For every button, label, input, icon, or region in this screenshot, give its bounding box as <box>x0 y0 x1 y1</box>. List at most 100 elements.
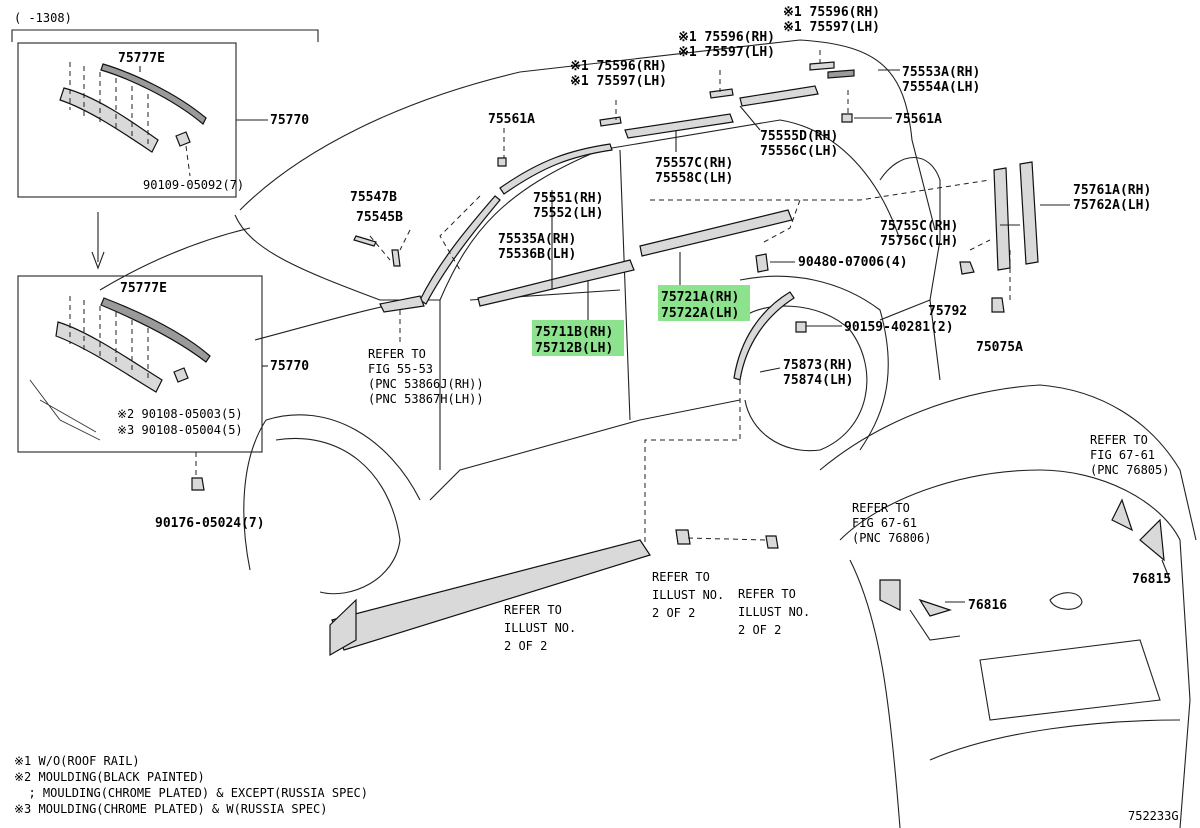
roof-moulding-center <box>739 85 819 107</box>
refer-fig55-2: FIG 55-53 <box>368 362 433 376</box>
label-roof-center-lh: 75556C(LH) <box>760 144 838 159</box>
refer-illust1-2: ILLUST NO. <box>504 621 576 635</box>
inset-bottom-assembly: 75770 <box>270 359 309 374</box>
roof-side-moulding <box>499 143 613 195</box>
roof-top-cover <box>809 61 835 71</box>
label-belt-rh: 75755C(RH) <box>880 219 958 234</box>
inset-top-assembly: 75770 <box>270 113 309 128</box>
note-2: ※2 MOULDING(BLACK PAINTED) <box>14 770 205 784</box>
roof-cover-mid <box>709 88 734 99</box>
refer-fig55-1: REFER TO <box>368 347 426 361</box>
refer-fig67a-3: (PNC 76805) <box>1090 463 1169 477</box>
label-75792: 75792 <box>928 304 967 319</box>
label-screw1: 90480-07006(4) <box>798 255 908 270</box>
date-range: ( -1308) <box>14 11 72 25</box>
label-roof-mid2-rh: 75557C(RH) <box>655 156 733 171</box>
leader-lines <box>195 50 1171 603</box>
note-4: ※3 MOULDING(CHROME PLATED) & W(RUSSIA SP… <box>14 802 328 816</box>
clip-90176 <box>191 477 205 491</box>
arrow-down-icon <box>91 212 105 270</box>
refer-illust1-3: 2 OF 2 <box>504 639 547 653</box>
front-panel-bottom <box>55 321 163 393</box>
label-76815: 76815 <box>1132 572 1171 587</box>
label-arch-lh: 75874(LH) <box>783 373 853 388</box>
label-door-front-rh: 75711B(RH) <box>535 325 613 340</box>
label-pillar-lh: 75536B(LH) <box>498 247 576 262</box>
rear-door-moulding <box>639 209 793 257</box>
label-roof-side-rh: 75551(RH) <box>533 191 603 206</box>
refer-illust3-3: 2 OF 2 <box>738 623 781 637</box>
refer-fig67a-1: REFER TO <box>1090 433 1148 447</box>
figure-id: 752233G <box>1128 809 1179 823</box>
refer-fig67a-2: FIG 67-61 <box>1090 448 1155 462</box>
wheel-arch-moulding <box>733 291 795 381</box>
highlight-front-door <box>532 320 624 356</box>
label-roof-top-rh: ※1 75596(RH) <box>783 5 880 20</box>
label-belt-lh: 75756C(LH) <box>880 234 958 249</box>
inset-bottom-part: 75777E <box>120 281 167 296</box>
clip-rocker-2 <box>765 535 779 549</box>
label-76816: 76816 <box>968 598 1007 613</box>
label-roof-top-lh: ※1 75597(LH) <box>783 20 880 35</box>
inset-top: 75777E 90109-05092(7) 75770 <box>17 42 309 198</box>
label-door-rear-rh: 75721A(RH) <box>661 290 739 305</box>
rocker-end-cap <box>329 598 357 657</box>
header-bracket <box>11 29 319 42</box>
refer-illust3-1: REFER TO <box>738 587 796 601</box>
label-roof-rear-rh: 75553A(RH) <box>902 65 980 80</box>
inset-top-part: 75777E <box>118 51 165 66</box>
refer-fig67b-3: (PNC 76806) <box>852 531 931 545</box>
label-roof-mid2-lh: 75558C(LH) <box>655 171 733 186</box>
label-pillar-rh: 75535A(RH) <box>498 232 576 247</box>
roof-rear-cap <box>827 69 855 79</box>
refer-illust2-2: ILLUST NO. <box>652 588 724 602</box>
refer-fig67b-1: REFER TO <box>852 501 910 515</box>
refer-illust2-1: REFER TO <box>652 570 710 584</box>
label-75075a: 75075A <box>976 340 1023 355</box>
garnish-76816-right <box>918 598 952 617</box>
screw-90159 <box>795 321 807 333</box>
refer-illust1-1: REFER TO <box>504 603 562 617</box>
garnish-76815 <box>1139 518 1165 562</box>
highlight-rear-door <box>658 285 750 321</box>
clip-top <box>175 131 191 147</box>
label-roof-side-lh: 75552(LH) <box>533 206 603 221</box>
front-door-moulding <box>477 259 635 307</box>
clip-75561a-rear <box>841 113 853 123</box>
clip-75792 <box>959 261 975 275</box>
label-roof-front-lh: ※1 75597(LH) <box>570 74 667 89</box>
front-panel-top <box>59 87 159 153</box>
label-rear-pillar-rh: 75761A(RH) <box>1073 183 1151 198</box>
label-rear-pillar-lh: 75762A(LH) <box>1073 198 1151 213</box>
clip-75545b <box>391 249 401 267</box>
screw-90480 <box>755 253 769 273</box>
inset-bottom: 75777E ※2 90108-05003(5) ※3 90108-05004(… <box>17 275 309 453</box>
inset-bottom-clip-black: ※2 90108-05003(5) <box>117 407 243 421</box>
refer-fig55-4: (PNC 53867H(LH)) <box>368 392 484 406</box>
grille-moulding-2 <box>100 297 211 363</box>
garnish-76805 <box>1111 498 1134 532</box>
label-clip-rear: 75561A <box>895 112 942 127</box>
refer-illust2-3: 2 OF 2 <box>652 606 695 620</box>
rocker-panel-moulding <box>331 539 651 651</box>
label-roof-front-rh: ※1 75596(RH) <box>570 59 667 74</box>
clip-rocker-1 <box>675 529 691 545</box>
label-arch-rh: 75873(RH) <box>783 358 853 373</box>
clip-75075a <box>991 297 1005 313</box>
parts-layer <box>191 61 1039 657</box>
label-clip-front: 75561A <box>488 112 535 127</box>
label-roof-mid-rh: ※1 75596(RH) <box>678 30 775 45</box>
inset-top-clip: 90109-05092(7) <box>143 178 244 192</box>
label-75547b: 75547B <box>350 190 397 205</box>
mirror-base <box>379 295 425 313</box>
label-roof-mid-lh: ※1 75597(LH) <box>678 45 775 60</box>
refer-fig67b-2: FIG 67-61 <box>852 516 917 530</box>
label-screw2: 90159-40281(2) <box>844 320 954 335</box>
footnotes: ※1 W/O(ROOF RAIL) ※2 MOULDING(BLACK PAIN… <box>14 754 368 816</box>
a-pillar-moulding <box>419 195 501 305</box>
label-roof-center-rh: 75555D(RH) <box>760 129 838 144</box>
grille-moulding <box>100 63 207 125</box>
inset-bottom-clip-chrome: ※3 90108-05004(5) <box>117 423 243 437</box>
clip-bottom-inset <box>173 367 189 383</box>
